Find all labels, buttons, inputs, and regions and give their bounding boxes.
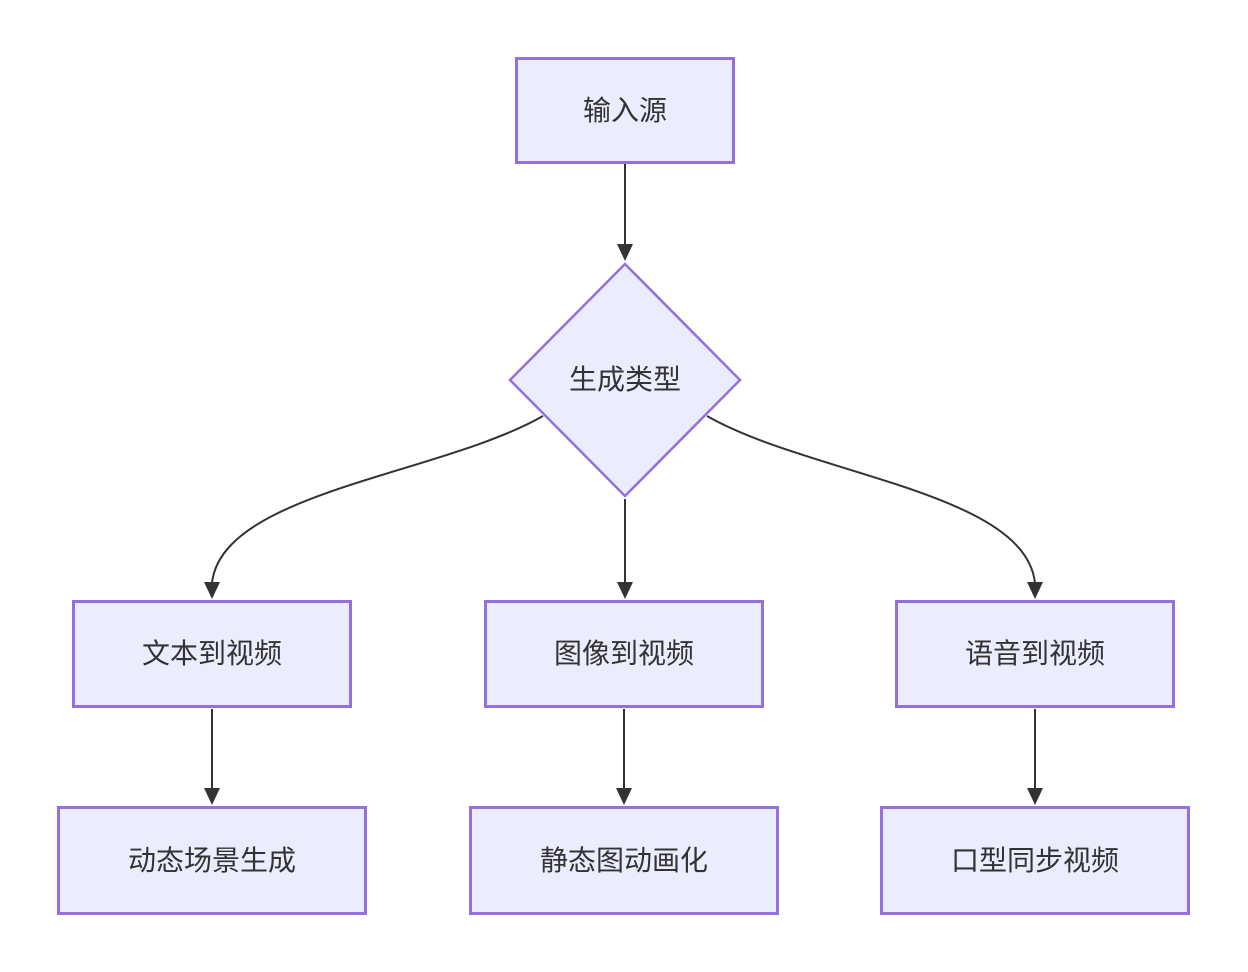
edge-input-source-to-generation-type [617, 164, 633, 261]
diamond-icon [508, 262, 742, 498]
node-text-to-video-label: 文本到视频 [141, 638, 282, 670]
node-lip-sync-video: 口型同步视频 [880, 806, 1190, 915]
edge-generation-type-to-image-to-video [617, 499, 633, 599]
node-input-source-label: 输入源 [582, 94, 667, 126]
node-dynamic-scene-generation: 动态场景生成 [57, 806, 367, 915]
node-input-source: 输入源 [515, 57, 735, 164]
edge-text-to-video-to-dynamic-scene-generation [204, 709, 220, 805]
node-generation-type: 生成类型 [508, 262, 742, 498]
node-image-to-video-label: 图像到视频 [553, 638, 694, 670]
node-speech-to-video: 语音到视频 [895, 600, 1175, 708]
node-speech-to-video-label: 语音到视频 [964, 638, 1105, 670]
node-dynamic-scene-generation-label: 动态场景生成 [127, 844, 296, 876]
edge-generation-type-to-text-to-video [204, 415, 544, 599]
node-lip-sync-video-label: 口型同步视频 [950, 844, 1119, 876]
node-image-to-video: 图像到视频 [484, 600, 764, 708]
edge-speech-to-video-to-lip-sync-video [1027, 709, 1043, 805]
edge-generation-type-to-speech-to-video [706, 415, 1043, 599]
node-static-image-animation: 静态图动画化 [469, 806, 779, 915]
node-static-image-animation-label: 静态图动画化 [539, 844, 708, 876]
node-text-to-video: 文本到视频 [72, 600, 352, 708]
edge-image-to-video-to-static-image-animation [616, 709, 632, 805]
node-generation-type-label: 生成类型 [568, 364, 681, 396]
